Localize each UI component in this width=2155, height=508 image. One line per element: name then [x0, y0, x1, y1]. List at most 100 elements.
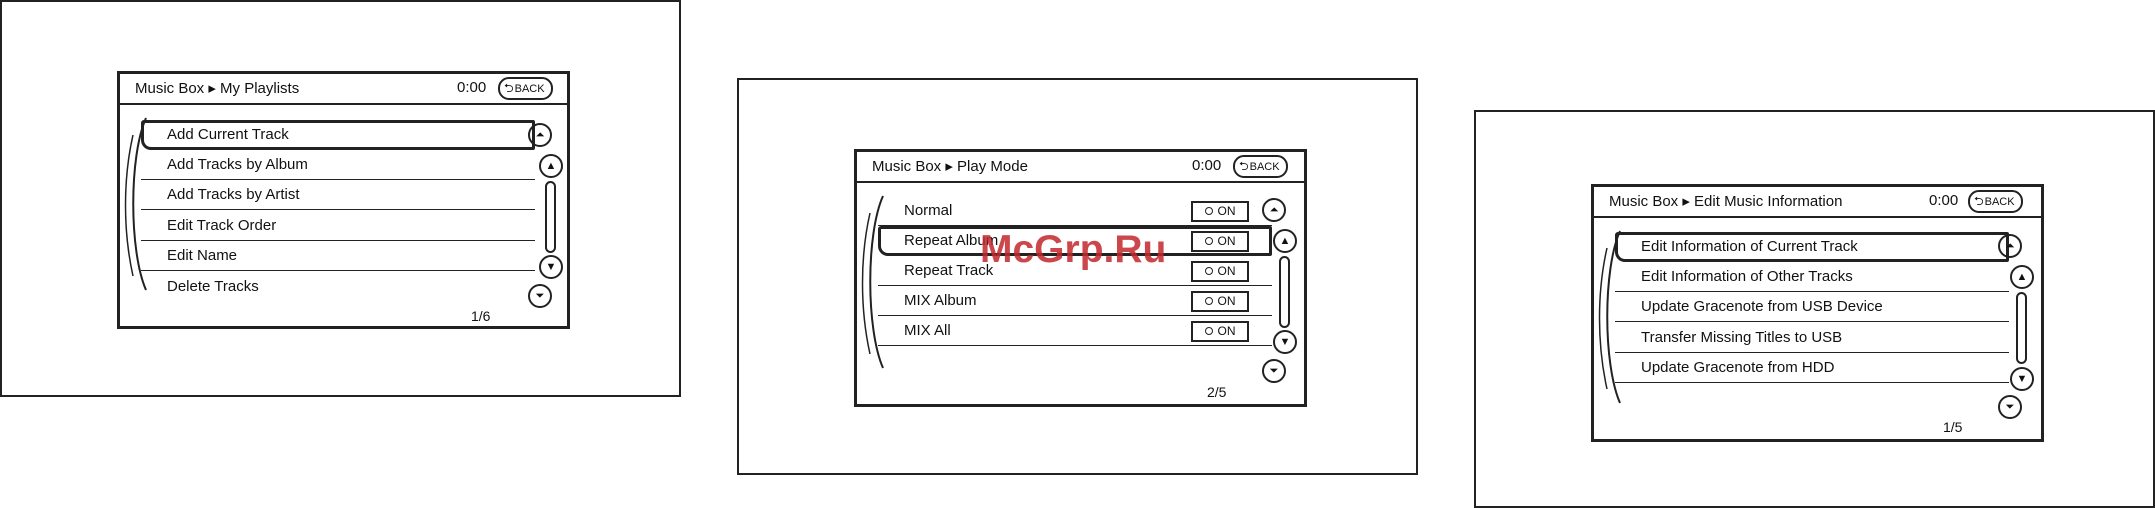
menu-item-label: Repeat Album	[904, 232, 999, 249]
my-playlists-screen: Music Box ▸ My Playlists 0:00 ⮌BACK Add …	[117, 71, 570, 329]
back-arrow-icon: ⮌	[1239, 159, 1249, 173]
header-bar: Music Box ▸ Edit Music Information 0:00 …	[1594, 187, 2041, 218]
header-bar: Music Box ▸ Play Mode 0:00 ⮌BACK	[857, 152, 1304, 183]
toggle-label: ON	[1217, 204, 1236, 218]
radio-indicator-icon	[1204, 206, 1213, 215]
scroll-down-button[interactable]: ▼	[539, 255, 563, 279]
scroll-down-button[interactable]: ▼	[1273, 330, 1297, 354]
on-toggle[interactable]: ON	[1191, 201, 1249, 222]
chevron-down-icon: ▼	[545, 261, 557, 273]
page-up-button[interactable]: ⏶	[528, 123, 552, 147]
scroll-up-button[interactable]: ▲	[539, 154, 563, 178]
scrollbar-track[interactable]	[2016, 292, 2027, 364]
watermark-text: McGrp.Ru	[980, 228, 1167, 271]
scroll-up-button[interactable]: ▲	[2010, 265, 2034, 289]
list-curve	[1598, 230, 1621, 404]
menu-item-update-gracenote-hdd[interactable]: Update Gracenote from HDD	[1615, 353, 2009, 383]
header-bar: Music Box ▸ My Playlists 0:00 ⮌BACK	[120, 74, 567, 105]
empty-row	[878, 346, 1272, 374]
chevron-down-icon: ▼	[2016, 373, 2028, 385]
double-chevron-up-icon: ⏶	[535, 129, 545, 141]
scroll-up-button[interactable]: ▲	[1273, 229, 1297, 253]
scroll-down-button[interactable]: ▼	[2010, 367, 2034, 391]
chevron-up-icon: ▲	[545, 160, 557, 172]
list-curve	[124, 117, 147, 291]
breadcrumb-title: Music Box ▸ Play Mode	[872, 158, 1028, 175]
list-curve	[861, 195, 884, 369]
back-label: BACK	[1249, 161, 1280, 173]
menu-item-label: Edit Name	[167, 247, 238, 264]
on-toggle[interactable]: ON	[1191, 261, 1249, 282]
toggle-label: ON	[1217, 234, 1236, 248]
menu-item-label: Update Gracenote from USB Device	[1641, 298, 1883, 315]
page-up-button[interactable]: ⏶	[1262, 198, 1286, 222]
time-display: 0:00	[1192, 157, 1222, 174]
double-chevron-up-icon: ⏶	[2005, 240, 2015, 252]
page-down-button[interactable]: ⏷	[528, 284, 552, 308]
menu-item-label: Add Tracks by Album	[167, 156, 308, 173]
double-chevron-down-icon: ⏷	[1269, 365, 1279, 377]
time-display: 0:00	[1929, 192, 1959, 209]
menu-item-add-tracks-by-album[interactable]: Add Tracks by Album	[141, 150, 535, 180]
menu-item-edit-info-current-track[interactable]: Edit Information of Current Track	[1615, 232, 2009, 262]
figure-frame-2: Music Box ▸ Play Mode 0:00 ⮌BACK Normal …	[737, 78, 1418, 475]
menu-item-edit-track-order[interactable]: Edit Track Order	[141, 211, 535, 241]
menu-item-label: Add Tracks by Artist	[167, 186, 300, 203]
menu-item-label: Add Current Track	[167, 126, 289, 143]
back-label: BACK	[1984, 196, 2015, 208]
menu-item-update-gracenote-usb[interactable]: Update Gracenote from USB Device	[1615, 292, 2009, 322]
double-chevron-up-icon: ⏶	[1269, 204, 1279, 216]
scrollbar-track[interactable]	[1279, 256, 1290, 328]
chevron-down-icon: ▼	[1279, 336, 1291, 348]
menu-item-add-tracks-by-artist[interactable]: Add Tracks by Artist	[141, 180, 535, 210]
play-mode-repeat-album[interactable]: Repeat Album ON	[878, 226, 1272, 256]
back-button[interactable]: ⮌BACK	[1233, 155, 1288, 178]
menu-item-label: Edit Information of Current Track	[1641, 238, 1858, 255]
page-down-button[interactable]: ⏷	[1262, 359, 1286, 383]
page-indicator: 1/5	[1943, 419, 1963, 435]
radio-indicator-icon	[1204, 236, 1213, 245]
menu-item-edit-name[interactable]: Edit Name	[141, 241, 535, 271]
scrollbar-track[interactable]	[545, 181, 556, 253]
toggle-label: ON	[1217, 324, 1236, 338]
menu-item-label: Edit Track Order	[167, 217, 277, 234]
menu-item-label: Edit Information of Other Tracks	[1641, 268, 1853, 285]
play-mode-mix-album[interactable]: MIX Album ON	[878, 286, 1272, 316]
on-toggle[interactable]: ON	[1191, 231, 1249, 252]
menu-item-label: Transfer Missing Titles to USB	[1641, 329, 1843, 346]
edit-music-information-screen: Music Box ▸ Edit Music Information 0:00 …	[1591, 184, 2044, 442]
page-indicator: 1/6	[471, 308, 491, 324]
toggle-label: ON	[1217, 294, 1236, 308]
back-button[interactable]: ⮌BACK	[1968, 190, 2023, 213]
menu-item-transfer-missing-titles[interactable]: Transfer Missing Titles to USB	[1615, 323, 2009, 353]
on-toggle[interactable]: ON	[1191, 291, 1249, 312]
chevron-up-icon: ▲	[1279, 235, 1291, 247]
on-toggle[interactable]: ON	[1191, 321, 1249, 342]
menu-item-add-current-track[interactable]: Add Current Track	[141, 120, 535, 150]
menu-item-edit-info-other-tracks[interactable]: Edit Information of Other Tracks	[1615, 262, 2009, 292]
double-chevron-down-icon: ⏷	[2005, 401, 2015, 413]
page-up-button[interactable]: ⏶	[1998, 234, 2022, 258]
figure-frame-1: Music Box ▸ My Playlists 0:00 ⮌BACK Add …	[0, 0, 681, 397]
time-display: 0:00	[457, 79, 487, 96]
page-down-button[interactable]: ⏷	[1998, 395, 2022, 419]
radio-indicator-icon	[1204, 266, 1213, 275]
play-mode-normal[interactable]: Normal ON	[878, 196, 1272, 226]
back-arrow-icon: ⮌	[1974, 194, 1984, 208]
toggle-label: ON	[1217, 264, 1236, 278]
back-button[interactable]: ⮌BACK	[498, 77, 553, 100]
play-mode-mix-all[interactable]: MIX All ON	[878, 316, 1272, 346]
back-label: BACK	[514, 83, 545, 95]
radio-indicator-icon	[1204, 326, 1213, 335]
radio-indicator-icon	[1204, 296, 1213, 305]
double-chevron-down-icon: ⏷	[535, 290, 545, 302]
breadcrumb-title: Music Box ▸ My Playlists	[135, 80, 300, 97]
empty-row	[1615, 383, 2009, 411]
figure-frame-3: Music Box ▸ Edit Music Information 0:00 …	[1474, 110, 2155, 508]
chevron-up-icon: ▲	[2016, 271, 2028, 283]
menu-item-label: Update Gracenote from HDD	[1641, 359, 1835, 376]
menu-item-delete-tracks[interactable]: Delete Tracks	[141, 272, 535, 302]
menu-item-label: Delete Tracks	[167, 278, 259, 295]
menu-item-label: MIX Album	[904, 292, 977, 309]
play-mode-repeat-track[interactable]: Repeat Track ON	[878, 256, 1272, 286]
